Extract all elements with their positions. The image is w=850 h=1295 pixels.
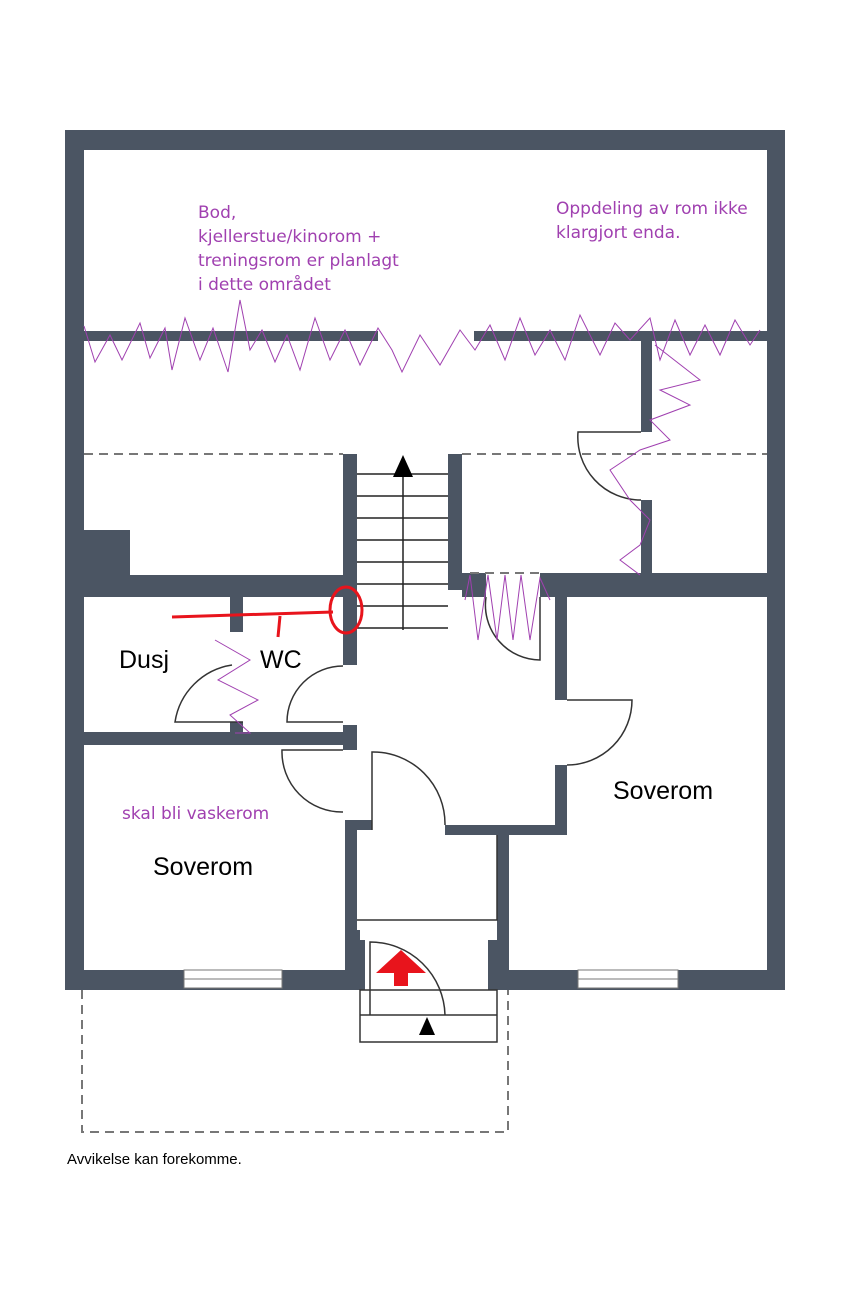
red-markers [171,585,364,638]
note-line: kjellerstue/kinorom + [198,227,382,247]
note-line: Bod, [198,203,237,223]
room-label-shower: Dusj [119,646,170,674]
doors [174,431,642,1043]
staircase [357,470,448,630]
note-line: i dette området [198,275,331,295]
windows [183,969,679,989]
room-label-bedroom-right: Soverom [613,777,714,805]
entrance-marker-icon [376,950,426,986]
note-laundry: skal bli vaskerom [122,804,270,824]
note-line: klargjort enda. [556,223,681,243]
note-division: Oppdeling av rom ikke klargjort enda. [556,197,748,245]
note-planned-area: Bod, kjellerstue/kinorom + treningsrom e… [198,201,399,297]
disclaimer: Avvikelse kan forekomme. [67,1151,242,1168]
annotation-scribbles [83,299,761,734]
room-label-wc: WC [260,646,302,674]
dashed-lines [81,453,767,1133]
entrance-arrow-icon [419,1017,435,1035]
room-label-bedroom-left: Soverom [153,853,254,881]
note-line: treningsrom er planlagt [198,251,399,271]
stair-arrow-icon [393,455,413,477]
note-line: Oppdeling av rom ikke [556,199,748,219]
